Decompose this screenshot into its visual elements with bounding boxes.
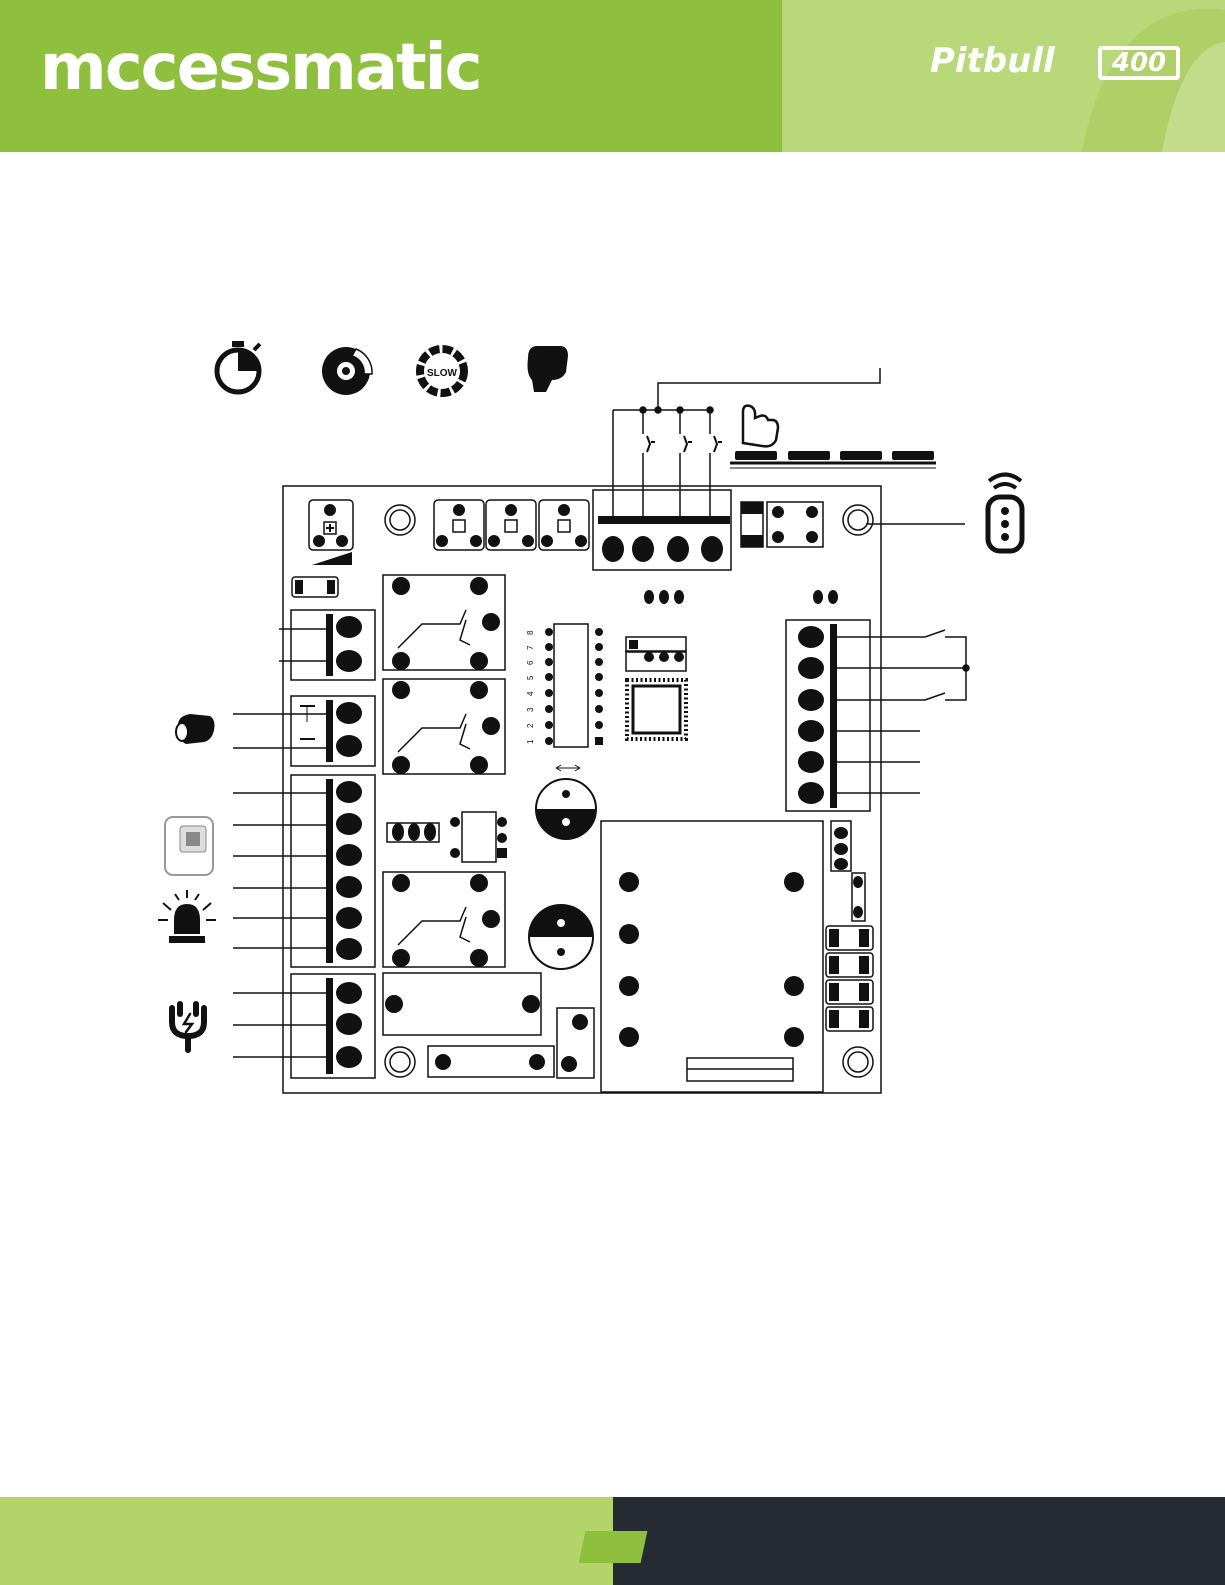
- push-buttons-bar: [730, 451, 936, 468]
- left-terminal-blocks: [291, 610, 375, 1078]
- dip-number: 2: [526, 723, 535, 728]
- push-button-hand-icon: [743, 406, 778, 447]
- power-plug-icon: [172, 1004, 204, 1050]
- timer-icon: [217, 341, 260, 392]
- footer-band-light: [0, 1497, 613, 1585]
- page-number-tab: [579, 1531, 648, 1563]
- battery-icon: [176, 714, 215, 744]
- remote-control-icon: [988, 475, 1022, 552]
- footer-band-dark: [613, 1497, 1225, 1585]
- dip-switch-numbers: 1 2 3 4 5 6 7 8: [526, 630, 535, 744]
- dip-number: 3: [526, 707, 535, 712]
- dip-number: 4: [526, 691, 535, 696]
- force-fist-icon: [528, 346, 569, 392]
- dip-number: 8: [526, 630, 535, 635]
- right-terminal-block: [786, 620, 870, 811]
- dip-number: 6: [526, 660, 535, 665]
- dip-number: 5: [526, 675, 535, 680]
- photocell-icon: [165, 817, 213, 875]
- brake-disc-icon: [322, 347, 372, 395]
- dip-number: 7: [526, 645, 535, 650]
- slow-badge: SLOW: [427, 368, 458, 379]
- flashing-lamp-icon: [158, 890, 216, 943]
- pcb-board-outline: [283, 486, 881, 1093]
- diodes-right: [826, 926, 873, 1031]
- dip-number: 1: [526, 739, 535, 744]
